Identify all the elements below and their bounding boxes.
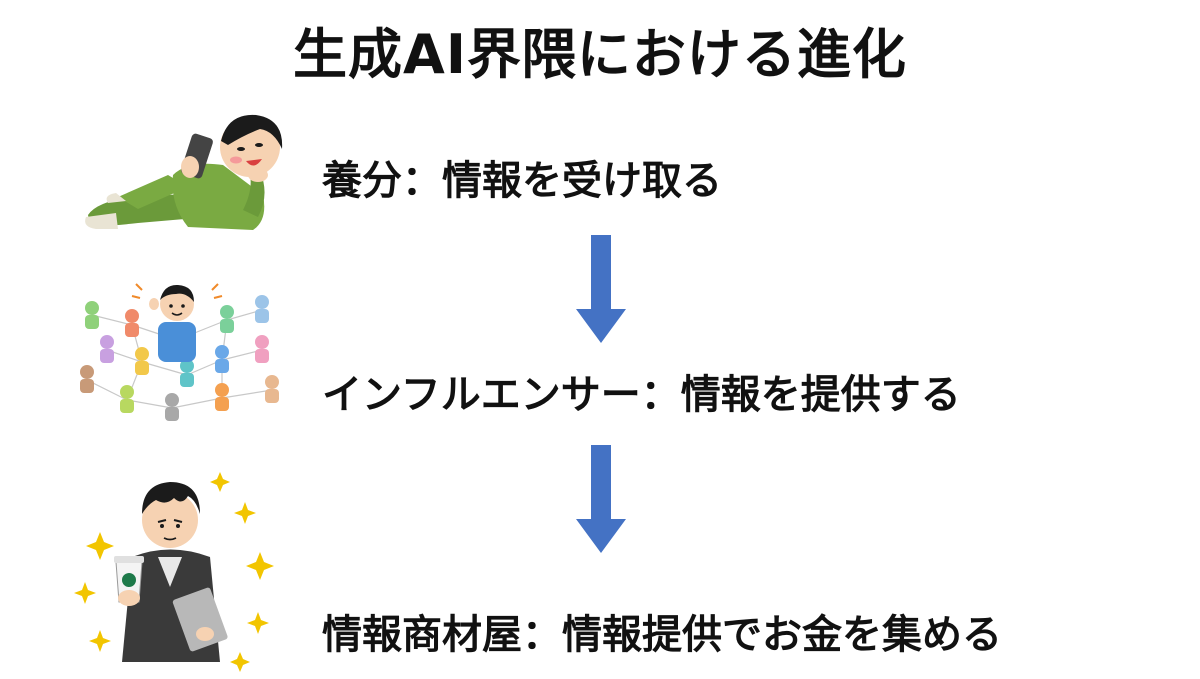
step-label-consumer: 養分：情報を受け取る (322, 158, 722, 204)
down-arrow-icon (576, 235, 626, 343)
person-lying-phone-icon (85, 114, 283, 230)
info-merchant-icon (74, 472, 274, 672)
diagram-title: 生成AI界隈における進化 (293, 23, 907, 86)
down-arrow-icon (576, 445, 626, 553)
step-label-influencer: インフルエンサー：情報を提供する (322, 372, 961, 418)
influencer-network-icon (80, 283, 279, 421)
step-label-info-merchant: 情報商材屋：情報提供でお金を集める (322, 612, 1002, 658)
